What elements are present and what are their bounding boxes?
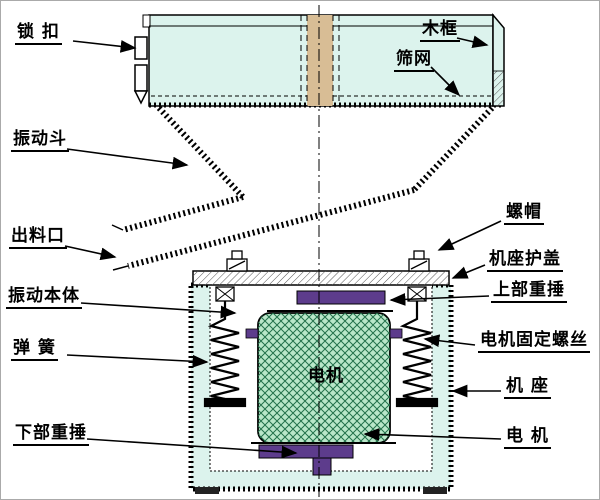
upper-weight-bar [296, 290, 386, 305]
hopper-leader [66, 148, 189, 170]
lock-latch [133, 36, 149, 105]
spring-right [395, 286, 439, 408]
motor-body-text: 电机 [308, 366, 344, 386]
vibration-body-leader [80, 302, 237, 319]
base-cover-leader [451, 264, 486, 279]
leader-lines [64, 35, 502, 459]
base-cover-hatch [193, 271, 449, 285]
label-motor-fixing-screw: 电机固定螺丝 [478, 331, 590, 353]
lock-leader [72, 40, 137, 53]
motor-screw-leader [423, 334, 476, 348]
lower-weight-shaft [312, 457, 332, 476]
label-vibration-hopper: 振动斗 [11, 130, 69, 152]
label-lock: 锁 扣 [15, 23, 62, 45]
label-nut: 螺帽 [504, 203, 544, 225]
upper-weight-leader [389, 293, 490, 306]
motor-fixing-screw-left [245, 328, 259, 339]
spring-left [203, 286, 247, 408]
vibration-hopper-walls [122, 105, 495, 269]
nut-right [408, 250, 430, 272]
base-foot-right [423, 487, 447, 494]
motor-fixing-screw-right [389, 328, 403, 339]
nut-leader [437, 220, 502, 251]
sieve-mesh-section [492, 70, 505, 107]
wood-strip [307, 15, 333, 106]
wood-frame-leader [456, 35, 489, 48]
label-motor: 电 机 [504, 427, 551, 449]
discharge-outlet [111, 224, 129, 271]
label-discharge-outlet: 出料口 [9, 227, 67, 249]
sieve-box-lip [142, 14, 151, 28]
label-upper-weight: 上部重捶 [491, 281, 567, 303]
spring-leader [66, 354, 209, 368]
center-dashed-guides [300, 15, 340, 106]
sieve-mesh-leader [430, 66, 461, 97]
label-base: 机 座 [504, 377, 551, 399]
base-foot-left [195, 487, 219, 494]
label-wood-frame: 木框 [420, 20, 460, 42]
lower-weight-leader [86, 438, 298, 459]
nut-left [226, 250, 248, 272]
motor-body-hatch [258, 313, 390, 443]
outlet-leader [64, 245, 117, 261]
motor-leader [363, 428, 502, 441]
label-base-cover: 机座护盖 [487, 250, 563, 272]
sieve-box [142, 12, 505, 108]
label-sieve-mesh: 筛网 [394, 50, 434, 72]
label-vibration-body: 振动本体 [6, 287, 82, 309]
label-lower-weight: 下部重捶 [13, 424, 89, 446]
label-spring: 弹 簧 [11, 339, 58, 361]
